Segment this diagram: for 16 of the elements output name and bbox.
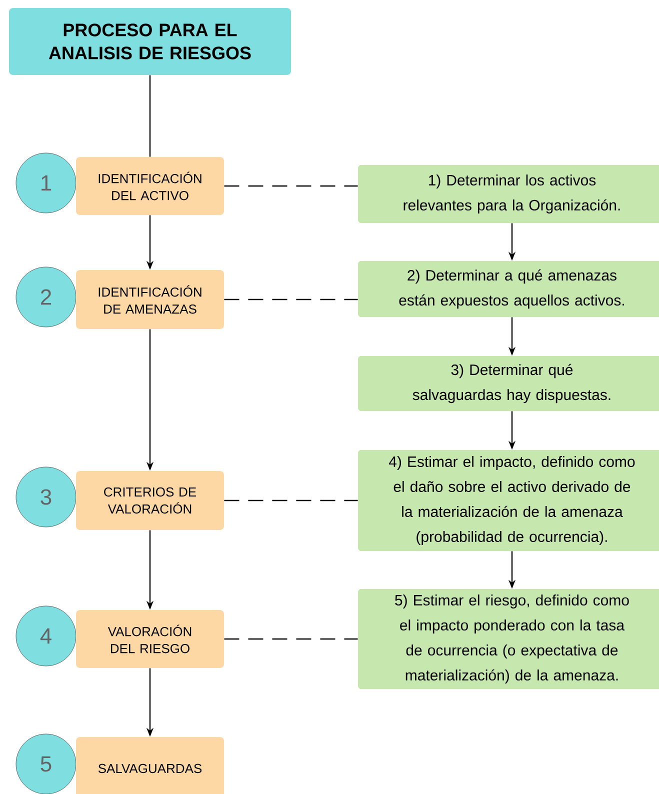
task-box: 2) Determinar a qué amenazas están expuestos aquellos activos. bbox=[358, 261, 659, 317]
connector-line bbox=[149, 75, 151, 157]
dashed-connector bbox=[224, 500, 358, 502]
task-box: 5) Estimar el riesgo, definido como el impacto ponderado con la tasa de ocurrencia (o expectativa de materialización) de la amenaza. bbox=[358, 589, 659, 689]
process-box: CRITERIOS DE VALORACIÓN bbox=[76, 471, 224, 530]
task-box: 1) Determinar los activos relevantes para la Organización. bbox=[358, 165, 659, 223]
dashed-connector bbox=[224, 185, 358, 187]
task-box: 4) Estimar el impacto, definido como el daño sobre el activo derivado de la materialización de la amenaza (probabilidad de ocurrencia). bbox=[358, 450, 659, 551]
title-box: PROCESO PARA EL ANALISIS DE RIESGOS bbox=[9, 8, 291, 75]
process-box: IDENTIFICACIÓN DE AMENAZAS bbox=[76, 270, 224, 329]
dashed-connector bbox=[224, 298, 358, 300]
process-box: SALVAGUARDAS bbox=[76, 737, 224, 794]
process-box: IDENTIFICACIÓN DEL ACTIVO bbox=[76, 157, 224, 215]
task-box: 3) Determinar qué salvaguardas hay dispuestas. bbox=[358, 356, 659, 411]
dashed-connector bbox=[224, 638, 358, 640]
process-box: VALORACIÓN DEL RIESGO bbox=[76, 610, 224, 668]
